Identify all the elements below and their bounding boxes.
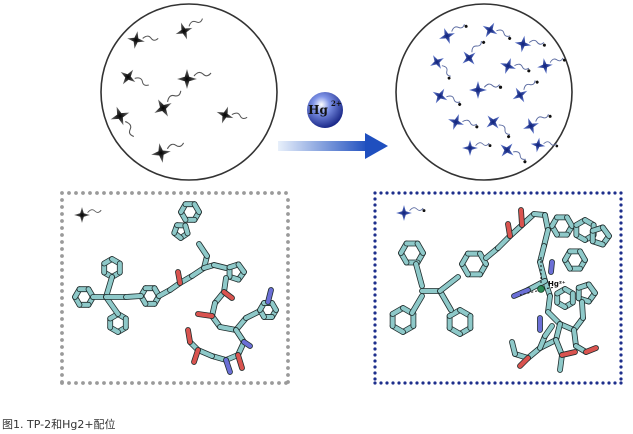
aggregated-probe-circle [396, 4, 572, 180]
frame-aggregated-probe-icon [396, 205, 425, 221]
hg-binding-label: Hg²⁺ [548, 280, 566, 288]
mercury-ion-badge: Hg 2+ [307, 92, 343, 128]
free-probe-circle [101, 4, 277, 180]
figure-caption: 图1. TP-2和Hg2+配位 [2, 416, 116, 432]
right-arrow-icon [278, 133, 388, 159]
ion-symbol: Hg [308, 103, 328, 117]
tp2-hg-complex-model [393, 210, 609, 370]
star-with-tail-icon [74, 207, 101, 223]
tp2-molecule-model [75, 204, 276, 372]
star-with-tail-icon [396, 205, 425, 221]
ion-charge: 2+ [331, 99, 342, 108]
frame-free-probe-icon [74, 207, 101, 223]
